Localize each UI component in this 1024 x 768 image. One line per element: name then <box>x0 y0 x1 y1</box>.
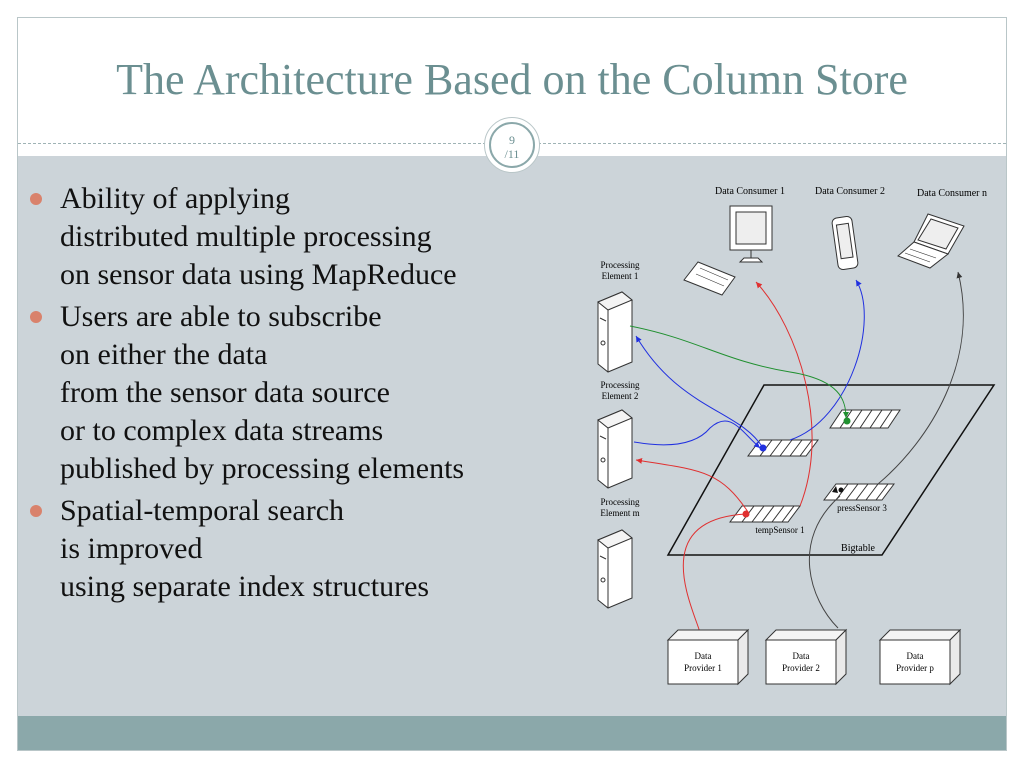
provider2-line1: Data <box>793 651 810 661</box>
server-tower-icon <box>597 291 633 373</box>
consumer-label-n: Data Consumer n <box>917 188 987 199</box>
flow-blue-from-pe2 <box>633 420 761 449</box>
pe1-label-line2: Element 1 <box>602 271 639 281</box>
pe2-label-line2: Element 2 <box>602 391 639 401</box>
pem-label-line2: Element m <box>600 508 639 518</box>
provider1-line2: Provider 1 <box>684 663 722 673</box>
bullet-list: Ability of applying distributed multiple… <box>30 180 590 610</box>
provider2-line2: Provider 2 <box>782 663 820 673</box>
bullet-line: is improved <box>60 532 203 565</box>
consumer-label-2: Data Consumer 2 <box>815 186 885 197</box>
flow-red-to-pe2 <box>635 457 749 513</box>
pem-label-line1: Processing <box>601 497 640 507</box>
page-current: 9 <box>509 133 515 147</box>
bullet-line: distributed multiple processing <box>60 220 432 253</box>
flow-dark-from-provider2 <box>808 495 841 629</box>
press-sensor-label: pressSensor 3 <box>837 503 887 513</box>
bullet-item: Users are able to subscribe on either th… <box>30 298 590 488</box>
bullet-line: Ability of applying <box>60 182 290 215</box>
provider1-line1: Data <box>695 651 712 661</box>
pe1-label-line1: Processing <box>601 260 640 270</box>
data-provider-box-1 <box>666 628 750 686</box>
mobile-phone-icon <box>831 216 859 270</box>
black-subscription-dot <box>838 487 844 493</box>
architecture-diagram: Data Consumer 1 Data Consumer 2 Data Con… <box>597 186 996 686</box>
page-number-badge: 9 /11 <box>484 117 540 173</box>
consumer-label-1: Data Consumer 1 <box>715 186 785 197</box>
bullet-item: Ability of applying distributed multiple… <box>30 180 590 294</box>
bullet-line: from the sensor data source <box>60 376 390 409</box>
slide-title: The Architecture Based on the Column Sto… <box>116 55 908 104</box>
providerp-line2: Provider p <box>896 663 934 673</box>
server-tower-icon <box>597 409 633 489</box>
bullet-line: on sensor data using MapReduce <box>60 258 457 291</box>
flow-dark-to-consumer-n <box>877 271 964 485</box>
flow-blue-to-pe1 <box>635 335 764 449</box>
flow-blue-to-consumer2 <box>789 279 865 441</box>
server-tower-icon <box>597 529 633 609</box>
bullet-line: Users are able to subscribe <box>60 300 382 333</box>
bullet-line: on either the data <box>60 338 268 371</box>
footer-band <box>18 716 1006 750</box>
flow-red-to-consumer1 <box>755 281 813 507</box>
desktop-computer-icon <box>683 205 773 296</box>
temp-sensor-label: tempSensor 1 <box>755 525 804 535</box>
bullet-dot-icon <box>30 193 42 205</box>
bigtable-label: Bigtable <box>841 543 875 554</box>
black-marker-icon <box>832 486 838 493</box>
bigtable-plane <box>666 384 996 556</box>
data-provider-box-2 <box>764 628 848 686</box>
bullet-item: Spatial-temporal search is improved usin… <box>30 492 590 606</box>
page-total: /11 <box>504 147 520 161</box>
flow-red-provider <box>682 513 747 641</box>
data-provider-box-p <box>878 628 962 686</box>
bullet-dot-icon <box>30 505 42 517</box>
flow-green-from-pe1 <box>629 325 849 419</box>
bullet-dot-icon <box>30 311 42 323</box>
bullet-line: Spatial-temporal search <box>60 494 345 527</box>
bullet-line: using separate index structures <box>60 570 430 603</box>
bullet-line: or to complex data streams <box>60 414 384 447</box>
green-subscription-dot <box>843 417 851 425</box>
column-table-green <box>829 409 901 429</box>
pe2-label-line1: Processing <box>601 380 640 390</box>
bullet-line: published by processing elements <box>60 452 465 485</box>
providerp-line1: Data <box>907 651 924 661</box>
laptop-icon <box>897 213 965 269</box>
